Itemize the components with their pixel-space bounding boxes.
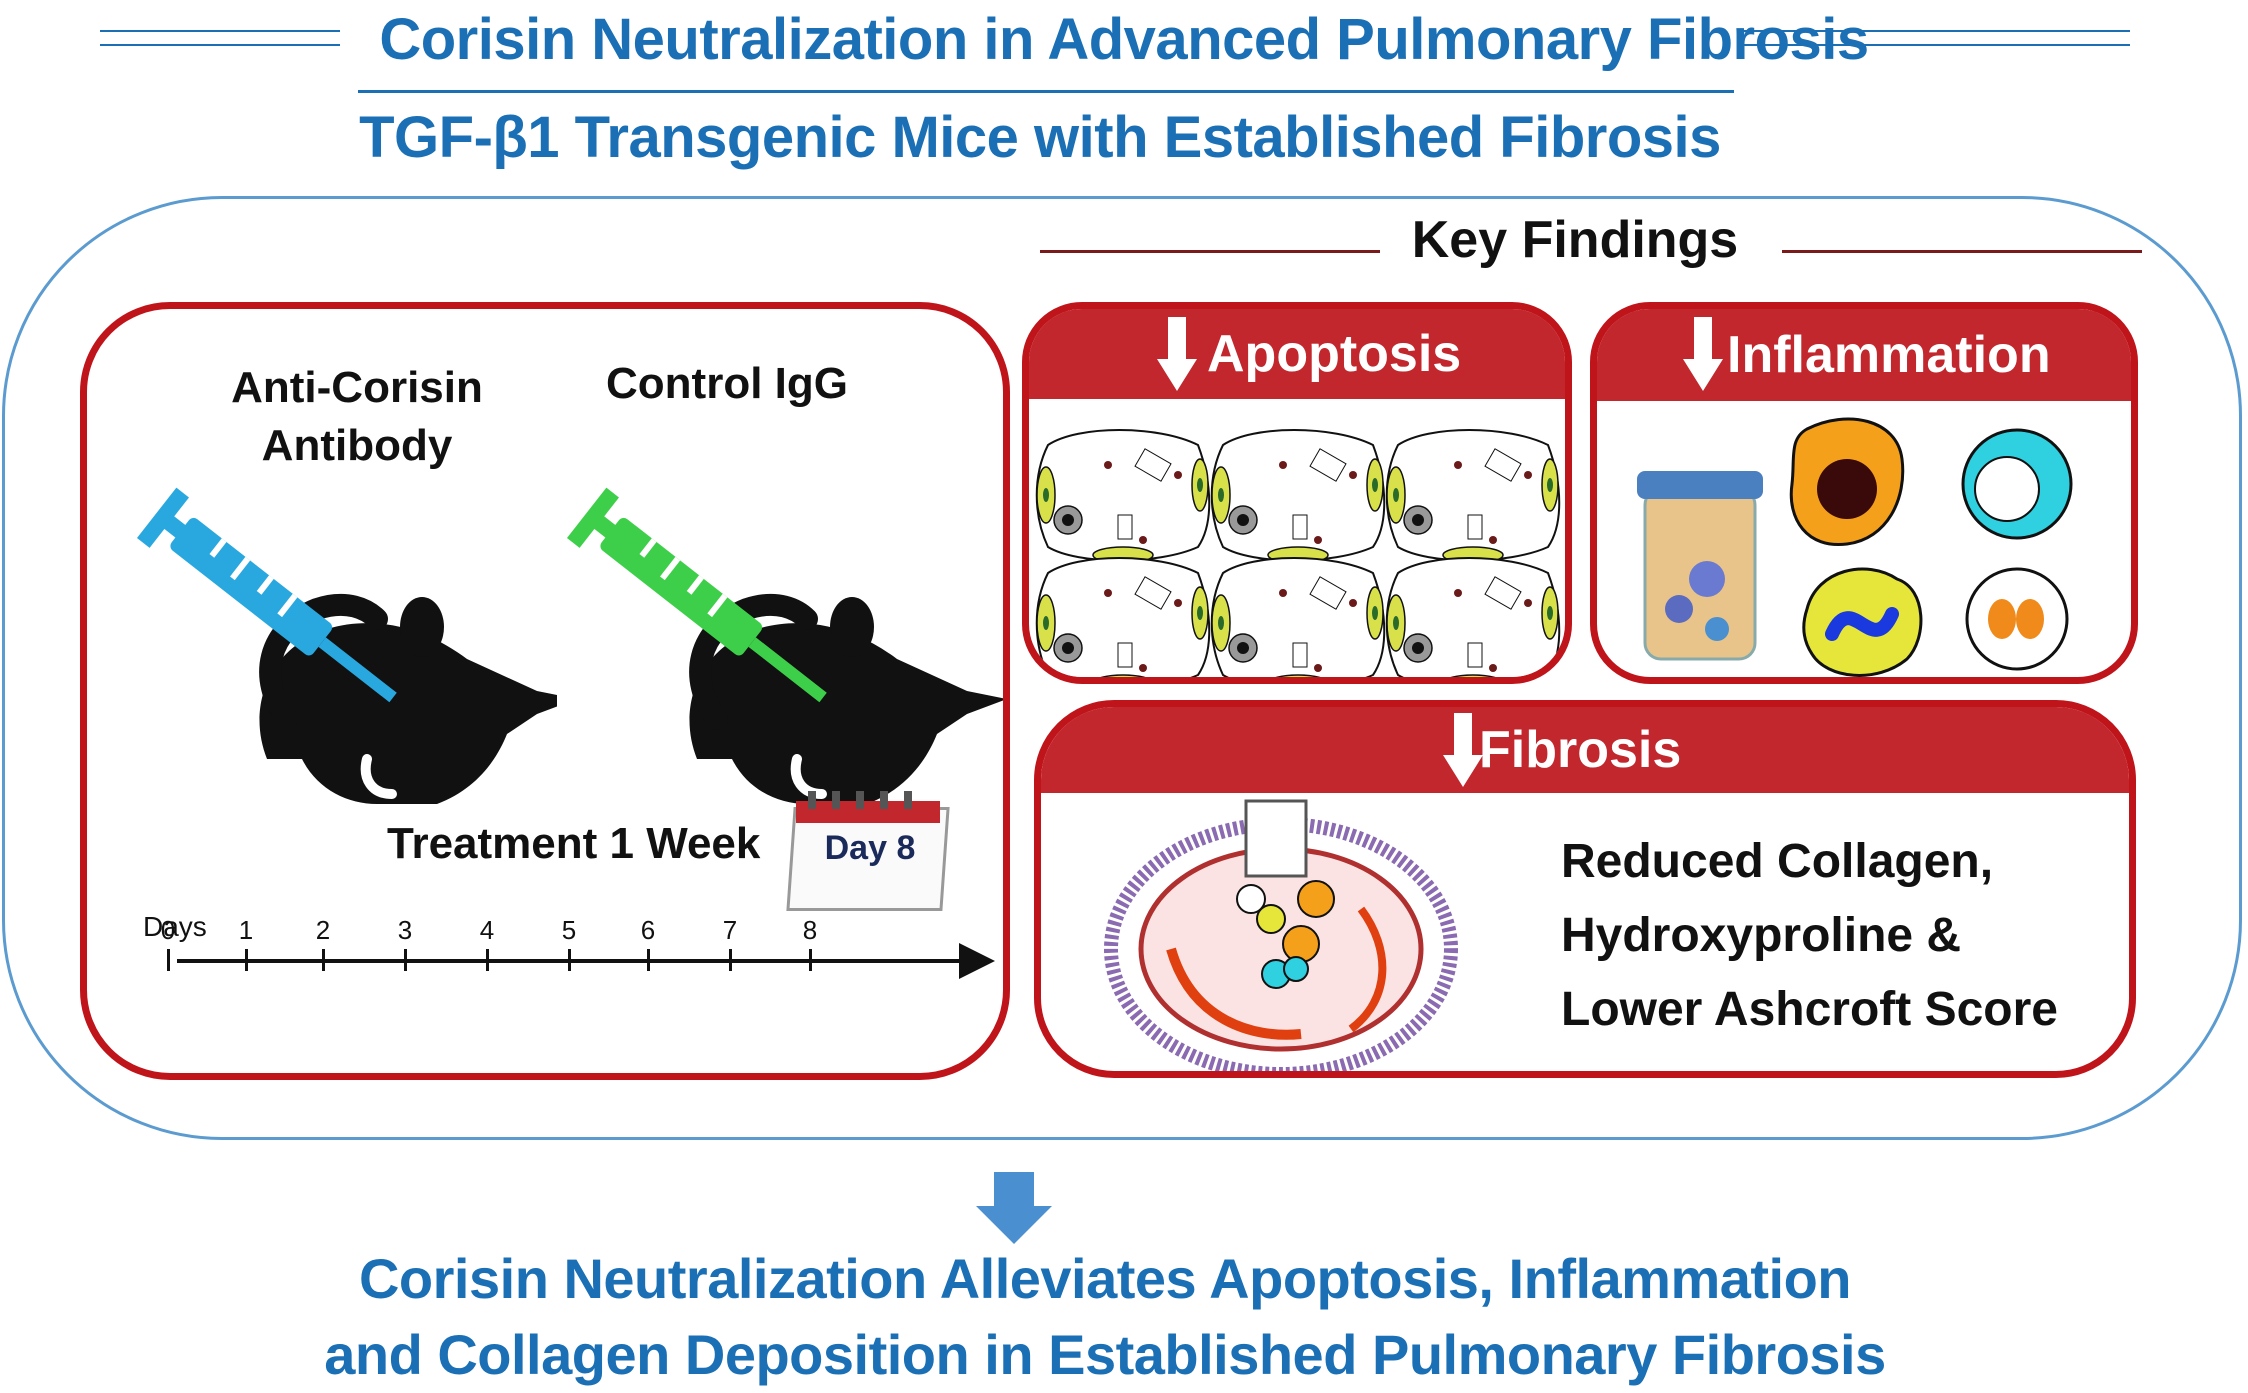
timeline-tick: [404, 949, 407, 971]
fibrosis-text: Reduced Collagen, Hydroxyproline & Lower…: [1561, 825, 2058, 1047]
timeline-tick-label: 0: [160, 915, 176, 945]
fibrosis-text-line1: Reduced Collagen,: [1561, 835, 1994, 888]
timeline-tick: [322, 949, 325, 971]
down-arrow-icon: [1683, 317, 1723, 393]
timeline-tick-label: 6: [640, 915, 656, 945]
inflammation-box: Inflammation: [1590, 302, 2138, 684]
fibrosis-label: Fibrosis: [1479, 721, 1682, 779]
cell-icon: [1961, 428, 2073, 540]
specimen-jar-icon: [1637, 471, 1763, 661]
timeline-tick-label: 8: [802, 915, 818, 945]
timeline-arrowhead: [959, 943, 995, 979]
inflammation-header: Inflammation: [1597, 309, 2131, 401]
anti-corisin-line2: Antibody: [261, 421, 453, 470]
fibrosis-text-line3: Lower Ashcroft Score: [1561, 983, 2058, 1036]
apoptosis-label: Apoptosis: [1207, 325, 1462, 383]
cell-icon: [1965, 567, 2069, 671]
fibrosis-header: Fibrosis: [1041, 707, 2129, 793]
title-line-right-2: [1740, 44, 2130, 46]
anti-corisin-label: Anti-Corisin Antibody: [177, 359, 537, 475]
key-findings-line-right: [1782, 250, 2142, 253]
syringe-icon: [136, 487, 397, 703]
calendar-icon: Day 8: [786, 791, 950, 911]
anti-corisin-mouse-group: [136, 487, 557, 804]
timeline-tick: [167, 949, 170, 971]
timeline-tick: [809, 949, 812, 971]
timeline-tick: [568, 949, 571, 971]
timeline-tick: [245, 949, 248, 971]
page-subtitle: TGF-β1 Transgenic Mice with Established …: [359, 105, 1721, 170]
timeline-tick-label: 4: [479, 915, 495, 945]
timeline-tick-label: 5: [561, 915, 577, 945]
timeline-tick-label: 2: [315, 915, 331, 945]
conclusion-line1: Corisin Neutralization Alleviates Apopto…: [358, 1247, 1852, 1310]
key-findings-title: Key Findings: [1411, 211, 1739, 269]
cell-icon: [1789, 417, 1905, 547]
timeline-tick-label: 1: [238, 915, 254, 945]
down-arrow-icon: [976, 1172, 1052, 1244]
syringe-icon: [566, 487, 827, 703]
title-underline: [358, 90, 1734, 93]
anti-corisin-line1: Anti-Corisin: [231, 363, 483, 412]
control-igg-mouse-group: [566, 487, 1003, 804]
title-line-left-2: [100, 44, 340, 46]
alveoli-icon: [1035, 429, 1561, 677]
title-line-right-1: [1740, 30, 2130, 32]
calendar-day-label: Day 8: [824, 829, 916, 867]
timeline-tick-label: 7: [722, 915, 738, 945]
timeline-tick: [647, 949, 650, 971]
inflammatory-cells-icon: [1637, 417, 2073, 677]
cell-icon: [1802, 567, 1923, 677]
conclusion-line2: and Collagen Deposition in Established P…: [324, 1323, 1886, 1386]
apoptosis-header: Apoptosis: [1029, 309, 1565, 399]
page-title: Corisin Neutralization in Advanced Pulmo…: [379, 7, 1869, 72]
timeline-tick-label: 3: [397, 915, 413, 945]
down-arrow-icon: [1443, 713, 1483, 789]
down-arrow-icon: [1157, 317, 1197, 393]
timeline-tick: [729, 949, 732, 971]
days-timeline: 0 1 2 3 4 5 6 7 8: [161, 915, 997, 989]
timeline-tick: [486, 949, 489, 971]
title-line-left-1: [100, 30, 340, 32]
fibrosis-text-line2: Hydroxyproline &: [1561, 909, 1962, 962]
days-axis-label: Days: [143, 911, 207, 942]
key-findings-line-left: [1040, 250, 1380, 253]
treatment-box: Anti-Corisin Antibody Control IgG: [80, 302, 1010, 1080]
control-igg-label: Control IgG: [606, 359, 848, 408]
fibrosis-box: Fibrosis Reduced Collagen, Hydroxyprolin…: [1034, 700, 2136, 1078]
inflammation-label: Inflammation: [1727, 326, 2051, 384]
apoptosis-box: Apoptosis: [1022, 302, 1572, 684]
lung-icon: [1104, 799, 1458, 1071]
outer-frame: [2, 196, 2242, 1140]
treatment-duration: Treatment 1 Week: [387, 819, 761, 868]
